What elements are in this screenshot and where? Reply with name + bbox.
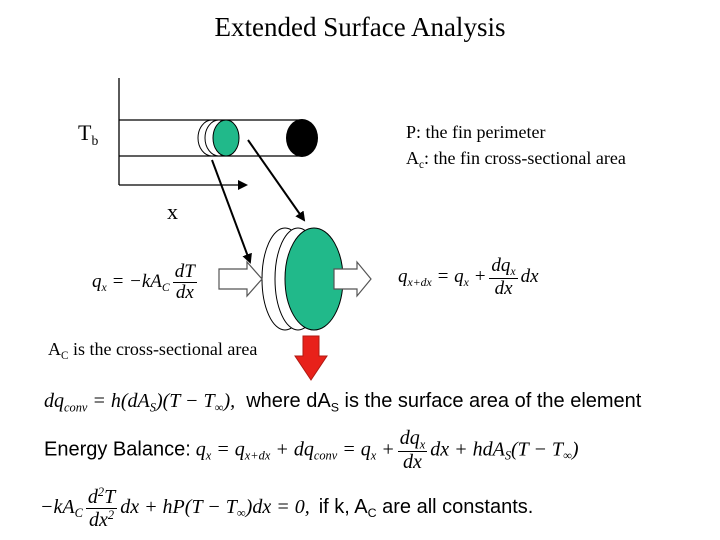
outflow-num-dq: dq <box>491 255 511 276</box>
outflow-den: dx <box>494 278 513 300</box>
conv-inf: ∞ <box>214 400 224 415</box>
conv-close: ), <box>223 390 236 412</box>
energy-tail-sub: S <box>504 448 512 463</box>
conv-rhs: = h(dA <box>92 390 150 412</box>
final-if: if k, A <box>318 495 368 518</box>
fourier-q-sub: x <box>101 280 107 294</box>
final-den-sup: 2 <box>107 507 115 522</box>
conv-rhs-sub: S <box>149 400 156 415</box>
heat-out-arrow <box>333 260 372 298</box>
zoom-arrow-right <box>247 139 306 222</box>
final-lhs-sub: C <box>74 506 83 521</box>
outflow-eq-sub: x <box>463 276 469 290</box>
final-den: dx2 <box>86 507 117 531</box>
final-if-sub: C <box>367 506 377 521</box>
energy-tail: dx + hdA <box>430 438 505 461</box>
area-def-rest: : the fin cross-sectional area <box>423 148 626 168</box>
energy-q2-sub: x <box>370 448 377 463</box>
fourier-rhs-sub: C <box>161 280 170 294</box>
outflow-q-sub: x+dx <box>407 276 432 290</box>
final-mid2: )dx = 0, <box>245 495 310 518</box>
conv-rhs-tail: )(T − T <box>155 390 215 412</box>
fin-element-small <box>212 119 240 157</box>
area-definition: Ac: the fin cross-sectional area <box>406 148 626 171</box>
energy-dq-sub: conv <box>313 448 338 463</box>
final-num: d2T <box>85 485 118 509</box>
energy-plus1: + dq <box>275 438 314 461</box>
final-den-dx: dx <box>88 508 108 531</box>
final-lhs: −kA <box>40 495 75 518</box>
area-note-a: A <box>48 339 61 359</box>
base-temperature-label: Tb <box>78 120 98 149</box>
conv-where-sub: S <box>330 400 339 415</box>
outflow-plus: + <box>473 266 487 288</box>
convection-arrow <box>294 335 328 381</box>
energy-plus2: + <box>381 438 395 461</box>
heat-in-arrow <box>218 260 263 298</box>
energy-q-sub: x <box>205 448 212 463</box>
energy-num-sub: x <box>419 437 426 452</box>
final-mid: dx + hP(T − T <box>120 495 237 518</box>
final-inf: ∞ <box>236 506 246 521</box>
outflow-q: q <box>398 266 408 288</box>
final-num-t: T <box>104 485 116 508</box>
fin-tip <box>286 119 318 157</box>
area-note-rest: is the cross-sectional area <box>68 339 258 359</box>
outflow-tail: dx <box>520 266 539 288</box>
energy-eq1: = q <box>216 438 245 461</box>
tb-sub: b <box>91 132 99 148</box>
energy-num-dq: dq <box>399 427 420 449</box>
energy-balance-equation: Energy Balance: qx = qx+dx + dqconv = qx… <box>44 428 579 473</box>
tb-main: T <box>78 120 92 145</box>
conv-where-rest: is the surface area of the element <box>338 390 642 412</box>
final-rest: are all constants. <box>376 495 534 518</box>
area-def-a: A <box>406 148 419 168</box>
perimeter-definition: P: the fin perimeter <box>406 122 546 142</box>
fourier-rhs: = −kA <box>111 270 162 292</box>
energy-eq2: = q <box>342 438 371 461</box>
outflow-num: dqx <box>489 255 518 280</box>
final-num-d: d <box>87 485 98 508</box>
area-note-sub: C <box>61 349 69 362</box>
outflow-eq: = q <box>436 266 464 288</box>
zoom-arrow-left <box>211 159 252 264</box>
conv-lhs: dq <box>44 390 64 412</box>
energy-tail2: (T − T <box>511 438 564 461</box>
outflow-num-sub: x <box>510 265 516 279</box>
x-axis-label: x <box>167 199 178 224</box>
energy-q: q <box>195 438 206 461</box>
convection-equation: dqconv = h(dAS)(T − T∞), where dAS is th… <box>44 390 641 415</box>
fourier-q: q <box>92 270 102 292</box>
energy-inf: ∞ <box>563 448 572 463</box>
conv-where: where dA <box>246 390 331 412</box>
energy-close: ) <box>571 438 579 461</box>
final-num-sup: 2 <box>97 485 105 499</box>
area-note: AC is the cross-sectional area <box>48 339 257 362</box>
area-def-sub: c <box>419 158 424 171</box>
energy-num: dqx <box>397 427 428 453</box>
conv-lhs-sub: conv <box>64 400 88 415</box>
energy-label: Energy Balance: <box>44 438 191 461</box>
energy-den: dx <box>403 451 422 474</box>
fourier-den: dx <box>175 281 194 303</box>
energy-q1-sub: x+dx <box>244 448 271 463</box>
fourier-num: dT <box>172 261 197 283</box>
page-title: Extended Surface Analysis <box>214 12 506 42</box>
